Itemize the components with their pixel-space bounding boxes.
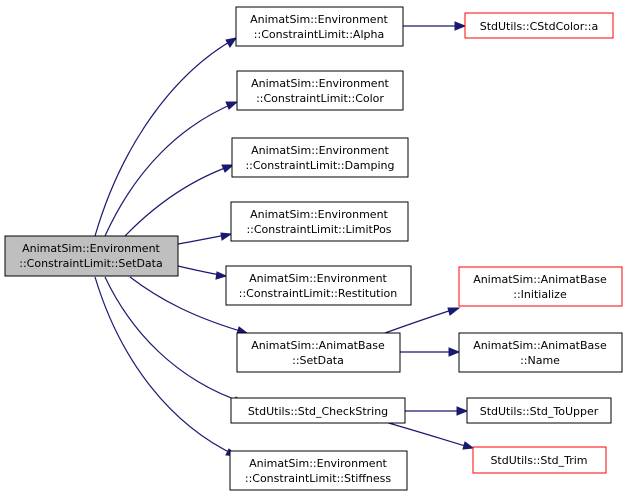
edge-animatbase-setdata-to-initialize — [384, 307, 461, 334]
svg-text:::ConstraintLimit::Alpha: ::ConstraintLimit::Alpha — [254, 28, 384, 41]
svg-text:AnimatSim::AnimatBase: AnimatSim::AnimatBase — [473, 273, 607, 286]
edge-animatbase-setdata-to-name — [400, 347, 461, 357]
svg-text:AnimatSim::Environment: AnimatSim::Environment — [251, 77, 389, 90]
edge-setdata-to-restitution — [177, 265, 228, 280]
svg-text:::ConstraintLimit::SetData: ::ConstraintLimit::SetData — [19, 257, 162, 270]
svg-text:AnimatSim::AnimatBase: AnimatSim::AnimatBase — [473, 339, 607, 352]
node-animatbase-name[interactable]: AnimatSim::AnimatBase ::Name — [458, 332, 623, 373]
node-constraintlimit-stiffness[interactable]: AnimatSim::Environment ::ConstraintLimit… — [229, 450, 408, 491]
node-constraintlimit-color[interactable]: AnimatSim::Environment ::ConstraintLimit… — [236, 70, 404, 111]
edge-setdata-to-std-checkstring — [104, 276, 247, 405]
edge-alpha-to-cstdcolor — [403, 21, 467, 31]
svg-text:::Initialize: ::Initialize — [513, 288, 567, 301]
node-cstdcolor-a[interactable]: StdUtils::CStdColor::a — [464, 12, 614, 39]
svg-text:AnimatSim::Environment: AnimatSim::Environment — [251, 144, 389, 157]
svg-text:AnimatSim::Environment: AnimatSim::Environment — [249, 457, 387, 470]
svg-text:AnimatSim::AnimatBase: AnimatSim::AnimatBase — [251, 339, 385, 352]
svg-text:AnimatSim::Environment: AnimatSim::Environment — [249, 272, 387, 285]
edge-setdata-to-limitpos — [177, 232, 233, 245]
edge-setdata-to-damping — [124, 164, 235, 237]
edge-setdata-to-alpha — [94, 37, 238, 237]
svg-text:AnimatSim::Environment: AnimatSim::Environment — [22, 242, 160, 255]
svg-text:::SetData: ::SetData — [292, 354, 344, 367]
svg-text:::ConstraintLimit::Color: ::ConstraintLimit::Color — [256, 92, 384, 105]
edge-setdata-to-color — [104, 101, 239, 237]
svg-text:AnimatSim::Environment: AnimatSim::Environment — [250, 13, 388, 26]
node-constraintlimit-limitpos[interactable]: AnimatSim::Environment ::ConstraintLimit… — [230, 201, 409, 242]
node-animatbase-setdata[interactable]: AnimatSim::AnimatBase ::SetData — [236, 332, 401, 373]
svg-text:StdUtils::Std_CheckString: StdUtils::Std_CheckString — [248, 405, 388, 418]
node-constraintlimit-alpha[interactable]: AnimatSim::Environment ::ConstraintLimit… — [235, 6, 404, 47]
node-std-trim[interactable]: StdUtils::Std_Trim — [472, 446, 607, 474]
svg-text:::ConstraintLimit::Stiffness: ::ConstraintLimit::Stiffness — [245, 472, 392, 485]
edge-std-checkstring-to-std-toupper — [405, 406, 469, 416]
edge-setdata-to-stiffness — [94, 276, 239, 457]
svg-text:::Name: ::Name — [520, 354, 560, 367]
node-std-checkstring[interactable]: StdUtils::Std_CheckString — [230, 397, 406, 424]
edge-std-checkstring-to-std-trim — [384, 421, 475, 450]
node-constraintlimit-damping[interactable]: AnimatSim::Environment ::ConstraintLimit… — [231, 137, 409, 178]
svg-text:StdUtils::Std_ToUpper: StdUtils::Std_ToUpper — [480, 405, 599, 418]
svg-text:AnimatSim::Environment: AnimatSim::Environment — [250, 208, 388, 221]
svg-text:StdUtils::Std_Trim: StdUtils::Std_Trim — [490, 454, 587, 467]
svg-text:::ConstraintLimit::LimitPos: ::ConstraintLimit::LimitPos — [246, 223, 391, 236]
node-setdata-root[interactable]: AnimatSim::Environment ::ConstraintLimit… — [4, 235, 179, 277]
node-constraintlimit-restitution[interactable]: AnimatSim::Environment ::ConstraintLimit… — [225, 265, 412, 306]
svg-text:::ConstraintLimit::Damping: ::ConstraintLimit::Damping — [245, 159, 394, 172]
node-std-toupper[interactable]: StdUtils::Std_ToUpper — [466, 397, 612, 424]
svg-text:StdUtils::CStdColor::a: StdUtils::CStdColor::a — [480, 20, 599, 33]
svg-text:::ConstraintLimit::Restitution: ::ConstraintLimit::Restitution — [239, 287, 398, 300]
node-animatbase-initialize[interactable]: AnimatSim::AnimatBase ::Initialize — [458, 266, 623, 307]
